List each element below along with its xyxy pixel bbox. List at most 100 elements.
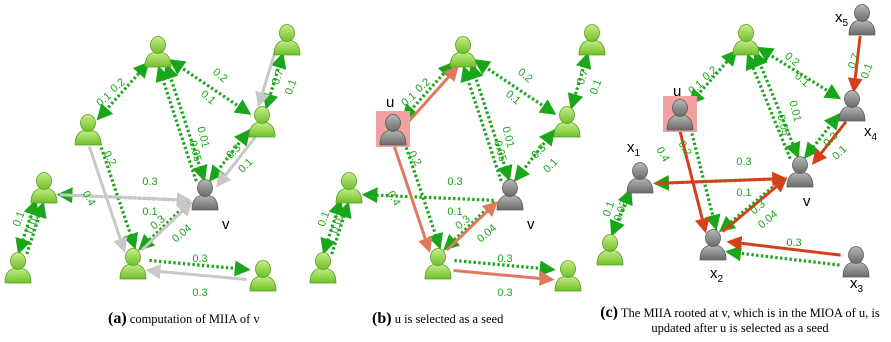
c-weight-label-9: 0.1 (830, 143, 849, 162)
c-node-u (663, 96, 697, 132)
caption-a-text: computation of MIIA of v (126, 312, 260, 326)
c-edge-x3-x2 (725, 245, 840, 267)
a-edge-u-b-green (98, 142, 139, 250)
user-head-icon (705, 229, 721, 247)
c-node-x4 (838, 90, 866, 122)
a-node-v (191, 179, 219, 211)
a-weight-label-6: 0.01 (194, 125, 211, 149)
b-node-tr (578, 24, 606, 56)
a-weight-label-16: 0.1 (11, 210, 28, 228)
user-body-icon (309, 267, 337, 284)
c-label-u: u (673, 83, 681, 100)
b-edge-v-l (361, 187, 494, 204)
user-body-icon (732, 39, 760, 56)
b-node-bl (309, 252, 337, 284)
b-weight-label-18: 0.3 (497, 253, 512, 265)
c-weight-label-7: 0.05 (774, 113, 791, 137)
user-head-icon (632, 162, 648, 180)
a-node-tr (273, 24, 301, 56)
b-edge-b-br (454, 258, 556, 277)
b-weight-label-12: 0.1 (447, 206, 462, 218)
user-body-icon (578, 39, 606, 56)
caption-c: (c) The MIIA rooted at v, which is in th… (595, 305, 885, 336)
b-label-v: v (527, 216, 535, 233)
b-edge-top-v (468, 62, 513, 182)
c-weight-label-1: 0.1 (686, 78, 705, 97)
c-label-x3: x3 (850, 275, 864, 295)
user-head-icon (255, 260, 271, 278)
user-head-icon (738, 24, 754, 42)
c-weight-label-17: 0.02 (612, 199, 631, 223)
user-body-icon (848, 19, 876, 36)
user-head-icon (854, 4, 870, 22)
c-weight-label-13: 0.4 (654, 145, 672, 164)
user-head-icon (150, 36, 166, 54)
a-edge-r-v (208, 129, 251, 182)
c-weight-label-2: 0.2 (782, 50, 801, 69)
c-label-x1: x1 (627, 139, 641, 159)
user-body-icon (786, 171, 814, 188)
c-edge-x1-v-red (656, 171, 788, 187)
a-edge-v-top (155, 65, 198, 182)
c-weight-label-6: 0.01 (786, 99, 803, 123)
c-weight-label-5: 0.1 (859, 62, 876, 80)
caption-b: (b) u is selected as a seed (372, 311, 503, 327)
c-edge-u-x2-green (689, 128, 721, 231)
a-edge-b-v-gray (140, 201, 193, 252)
b-edge-l-bl (320, 198, 344, 255)
user-head-icon (602, 234, 618, 252)
a-node-br (249, 260, 277, 292)
a-weight-label-2: 0.2 (210, 66, 229, 85)
b-weight-label-1: 0.1 (399, 90, 418, 109)
c-weight-label-0: 0.2 (700, 64, 719, 83)
a-weight-label-1: 0.1 (94, 90, 113, 109)
user-head-icon (80, 114, 96, 132)
a-edge-l-bl (15, 198, 39, 255)
b-weight-label-6: 0.01 (499, 125, 516, 149)
caption-b-text: u is selected as a seed (391, 312, 504, 326)
b-label-u: u (386, 94, 394, 111)
a-weight-label-7: 0.05 (186, 139, 203, 163)
b-node-u (376, 111, 410, 147)
user-head-icon (10, 252, 26, 270)
b-weight-label-11: 0.3 (447, 176, 462, 188)
a-weight-label-15: 0.04 (170, 222, 194, 245)
user-head-icon (341, 172, 357, 190)
c-node-x1 (626, 162, 654, 194)
a-edge-b-br (149, 258, 251, 277)
user-head-icon (125, 248, 141, 266)
user-body-icon (626, 177, 654, 194)
nodes-layer (4, 4, 876, 292)
c-node-x3 (842, 246, 870, 278)
user-body-icon (4, 267, 32, 284)
c-weight-label-18: 0.3 (786, 237, 801, 249)
c-edge-x4-v-red (811, 120, 848, 165)
b-node-l (335, 172, 363, 204)
a-node-b (119, 248, 147, 280)
a-weight-label-18: 0.3 (192, 253, 207, 265)
b-weight-label-0: 0.2 (413, 76, 432, 95)
user-head-icon (36, 172, 52, 190)
b-edge-r-v (513, 129, 556, 182)
b-node-b (424, 248, 452, 280)
a-edge-r-v-gray (216, 136, 257, 188)
user-head-icon (672, 99, 688, 117)
a-edge-bl-l (25, 201, 47, 255)
edges-layer (15, 35, 863, 286)
a-weight-label-0: 0.2 (108, 76, 127, 95)
c-label-x4: x4 (864, 123, 878, 143)
a-node-r (248, 106, 276, 138)
b-weight-label-2: 0.2 (515, 66, 534, 85)
user-head-icon (848, 246, 864, 264)
user-body-icon (191, 194, 219, 211)
caption-a: (a) computation of MIIA of v (108, 311, 260, 327)
b-weight-label-5: 0.1 (588, 78, 605, 96)
user-body-icon (144, 51, 172, 68)
user-head-icon (455, 36, 471, 54)
b-edge-u-b-green (403, 142, 444, 250)
user-body-icon (424, 263, 452, 280)
user-body-icon (838, 105, 866, 122)
user-head-icon (279, 24, 295, 42)
a-node-top (144, 36, 172, 68)
